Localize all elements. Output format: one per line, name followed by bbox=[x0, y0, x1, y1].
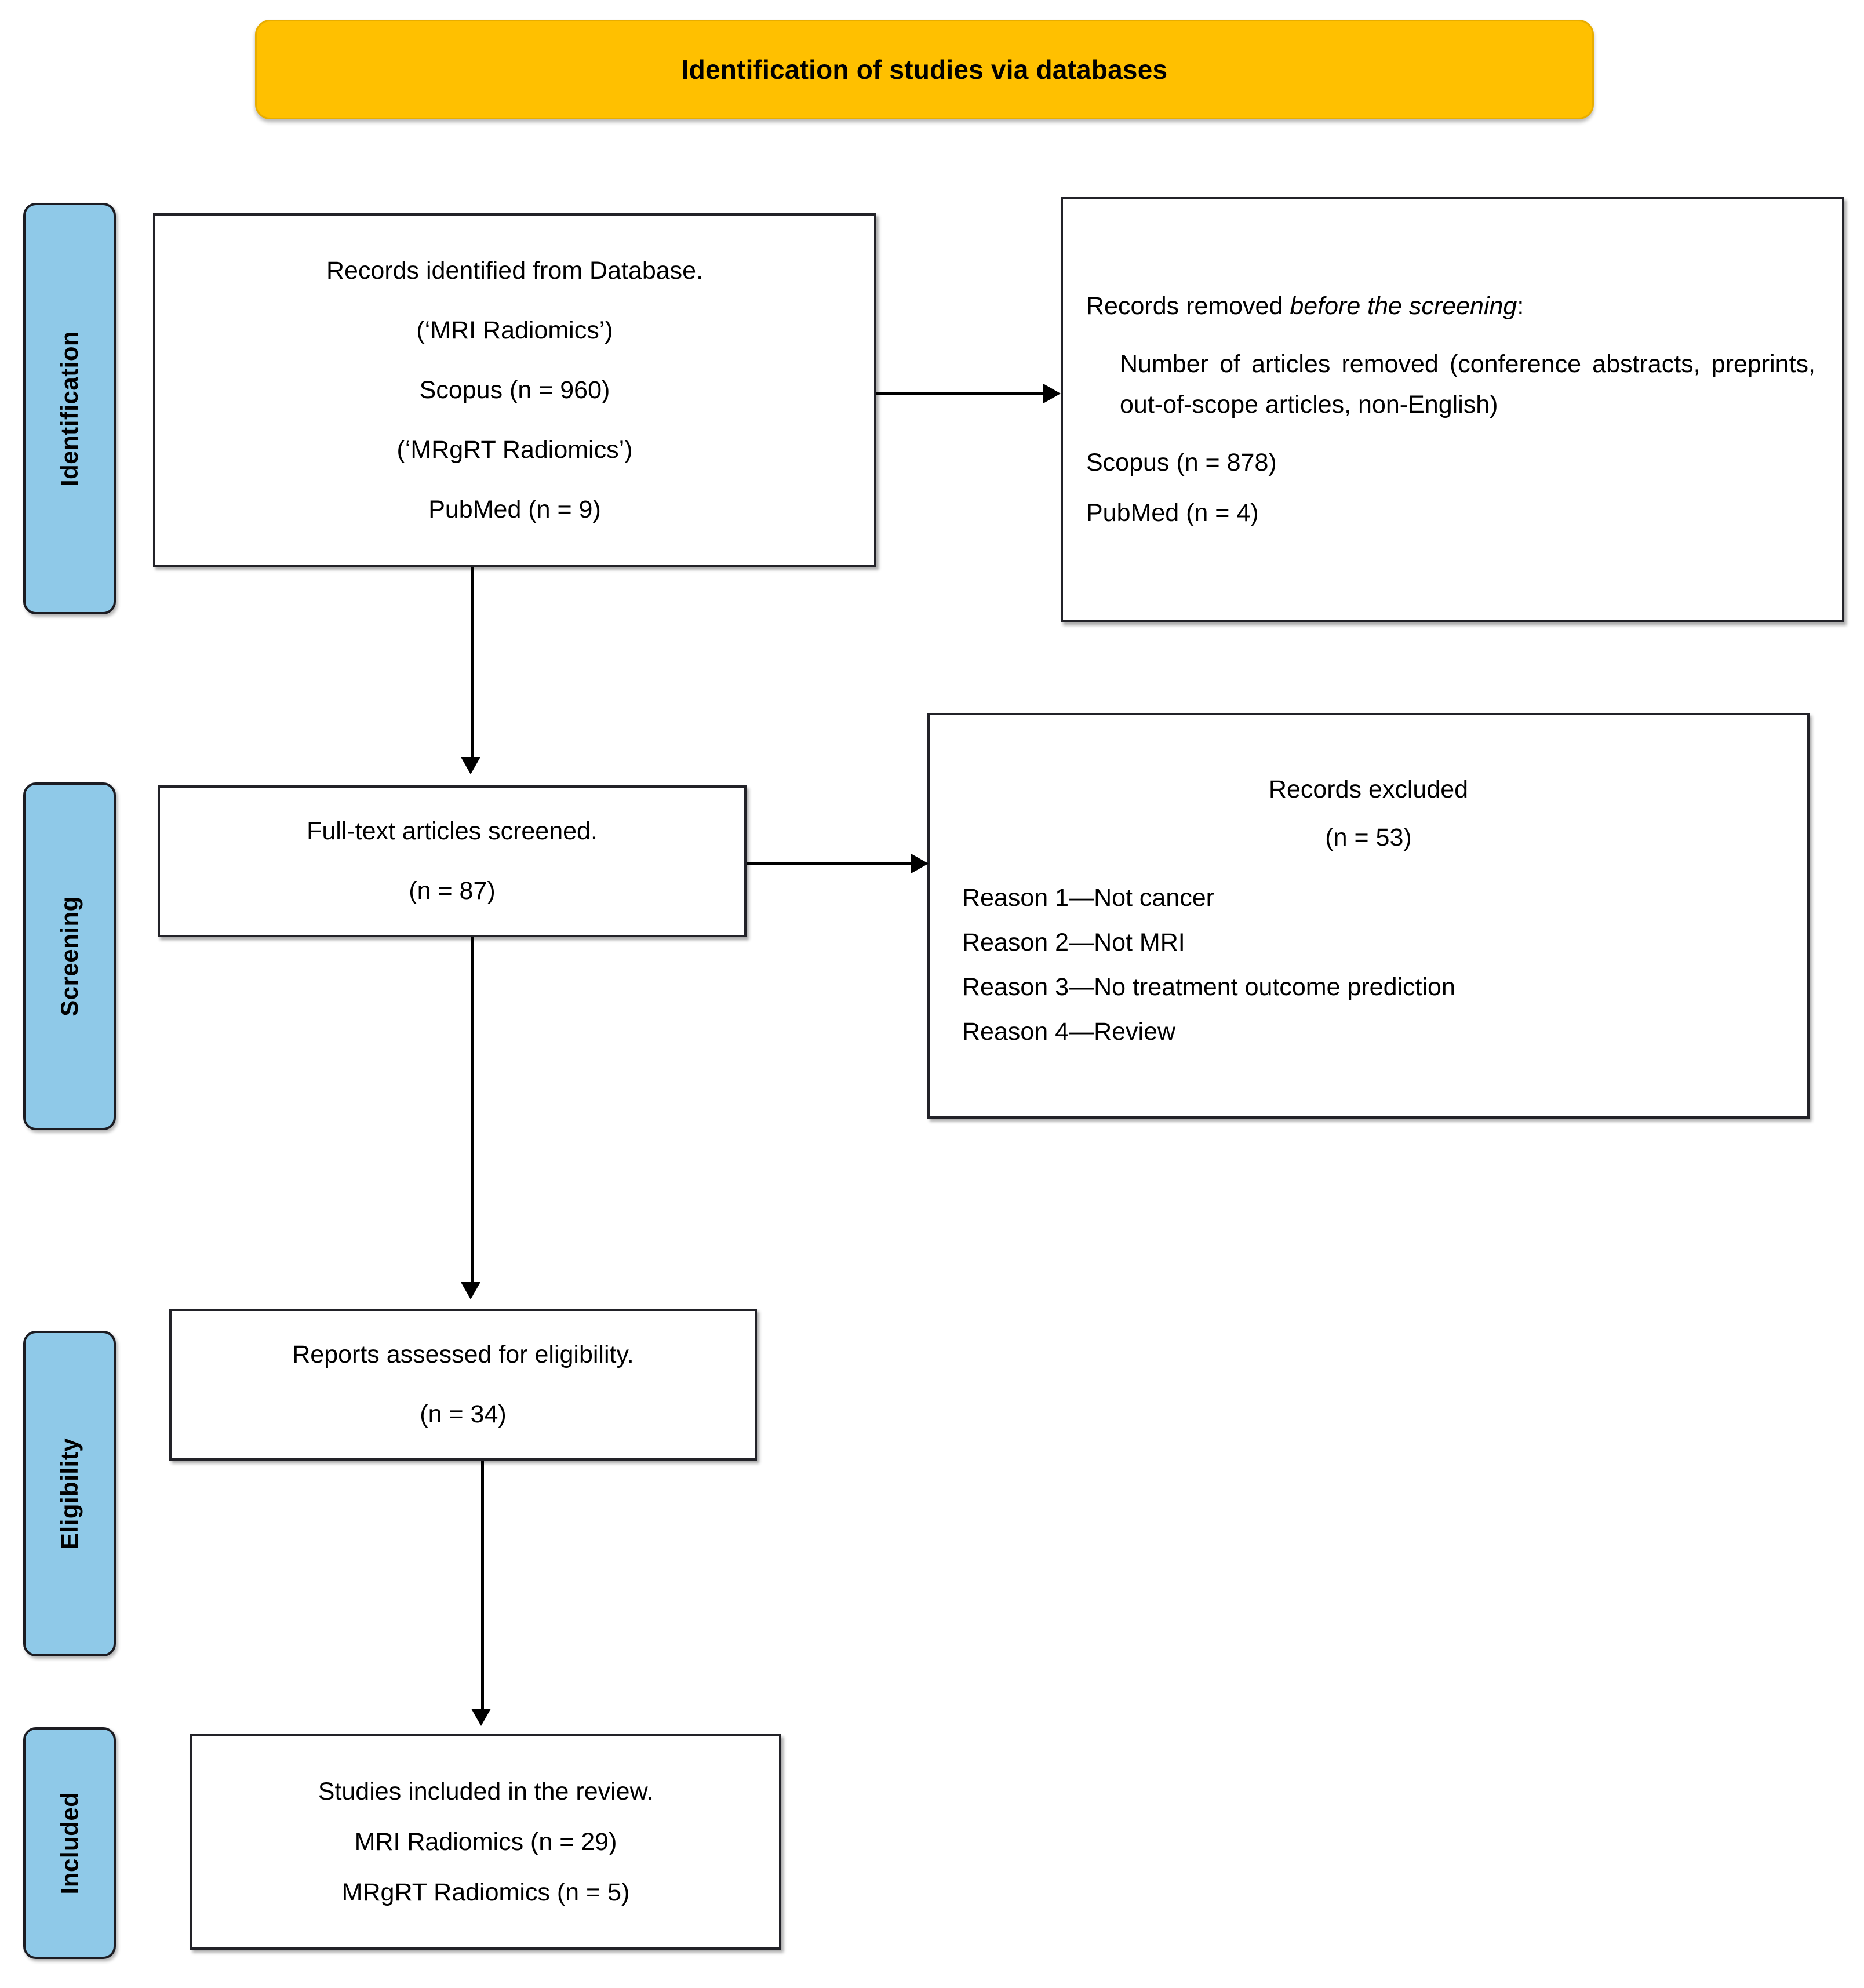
diagram-title: Identification of studies via databases bbox=[681, 54, 1168, 85]
phase-pill-included: Included bbox=[23, 1727, 116, 1959]
phase-pill-eligibility: Eligibility bbox=[23, 1331, 116, 1656]
records-excluded-reason-2: Reason 2—Not MRI bbox=[962, 929, 1185, 956]
box-reports-assessed: Reports assessed for eligibility. (n = 3… bbox=[169, 1309, 757, 1461]
phase-label-identification: Identification bbox=[56, 330, 83, 487]
records-removed-heading: Records removed before the screening: bbox=[1086, 292, 1524, 320]
arrowhead-identified-to-removed bbox=[1043, 384, 1061, 403]
connector-screened-to-excluded bbox=[747, 862, 913, 865]
box-fulltext-screened: Full-text articles screened. (n = 87) bbox=[158, 785, 747, 937]
records-identified-line-4: (‘MRgRT Radiomics’) bbox=[396, 435, 633, 464]
box-records-identified: Records identified from Database. (‘MRI … bbox=[153, 213, 876, 567]
studies-included-line-2: MRI Radiomics (n = 29) bbox=[354, 1827, 617, 1856]
box-records-removed: Records removed before the screening: Nu… bbox=[1061, 197, 1844, 622]
phase-label-included: Included bbox=[56, 1792, 83, 1895]
studies-included-line-3: MRgRT Radiomics (n = 5) bbox=[341, 1878, 630, 1906]
records-removed-heading-suffix: : bbox=[1517, 292, 1524, 320]
arrowhead-screened-to-excluded bbox=[911, 854, 929, 873]
records-excluded-reason-4: Reason 4—Review bbox=[962, 1018, 1176, 1046]
fulltext-screened-line-2: (n = 87) bbox=[409, 877, 496, 905]
records-excluded-count: (n = 53) bbox=[1325, 824, 1412, 851]
records-identified-line-2: (‘MRI Radiomics’) bbox=[416, 316, 613, 344]
studies-included-line-1: Studies included in the review. bbox=[318, 1777, 654, 1805]
phase-pill-identification: Identification bbox=[23, 203, 116, 614]
arrowhead-assessed-to-included bbox=[471, 1709, 491, 1726]
records-removed-heading-italic: before the screening bbox=[1290, 292, 1517, 320]
connector-screened-to-assessed bbox=[471, 937, 474, 1285]
arrowhead-identified-to-screened bbox=[461, 757, 480, 774]
phase-label-eligibility: Eligibility bbox=[56, 1437, 83, 1550]
connector-identified-to-screened bbox=[471, 567, 474, 758]
records-excluded-reason-3: Reason 3—No treatment outcome prediction bbox=[962, 973, 1455, 1001]
records-removed-line-pubmed: PubMed (n = 4) bbox=[1086, 499, 1259, 527]
records-removed-line-scopus: Scopus (n = 878) bbox=[1086, 449, 1277, 477]
records-removed-body: Number of articles removed (conference a… bbox=[1120, 349, 1815, 418]
fulltext-screened-line-1: Full-text articles screened. bbox=[307, 817, 598, 845]
records-excluded-reason-1: Reason 1—Not cancer bbox=[962, 884, 1214, 912]
records-excluded-title: Records excluded bbox=[1268, 775, 1469, 803]
phase-pill-screening: Screening bbox=[23, 782, 116, 1130]
connector-identified-to-removed bbox=[876, 392, 1044, 395]
records-identified-line-5: PubMed (n = 9) bbox=[428, 495, 601, 523]
diagram-title-banner: Identification of studies via databases bbox=[255, 20, 1594, 119]
box-records-excluded: Records excluded (n = 53) Reason 1—Not c… bbox=[927, 713, 1810, 1119]
records-removed-heading-prefix: Records removed bbox=[1086, 292, 1290, 320]
reports-assessed-line-2: (n = 34) bbox=[420, 1400, 507, 1428]
phase-label-screening: Screening bbox=[56, 896, 83, 1017]
connector-assessed-to-included bbox=[481, 1461, 484, 1711]
records-identified-line-1: Records identified from Database. bbox=[326, 256, 704, 285]
reports-assessed-line-1: Reports assessed for eligibility. bbox=[292, 1341, 634, 1368]
box-studies-included: Studies included in the review. MRI Radi… bbox=[190, 1734, 781, 1950]
arrowhead-screened-to-assessed bbox=[461, 1282, 480, 1299]
records-identified-line-3: Scopus (n = 960) bbox=[419, 376, 610, 404]
